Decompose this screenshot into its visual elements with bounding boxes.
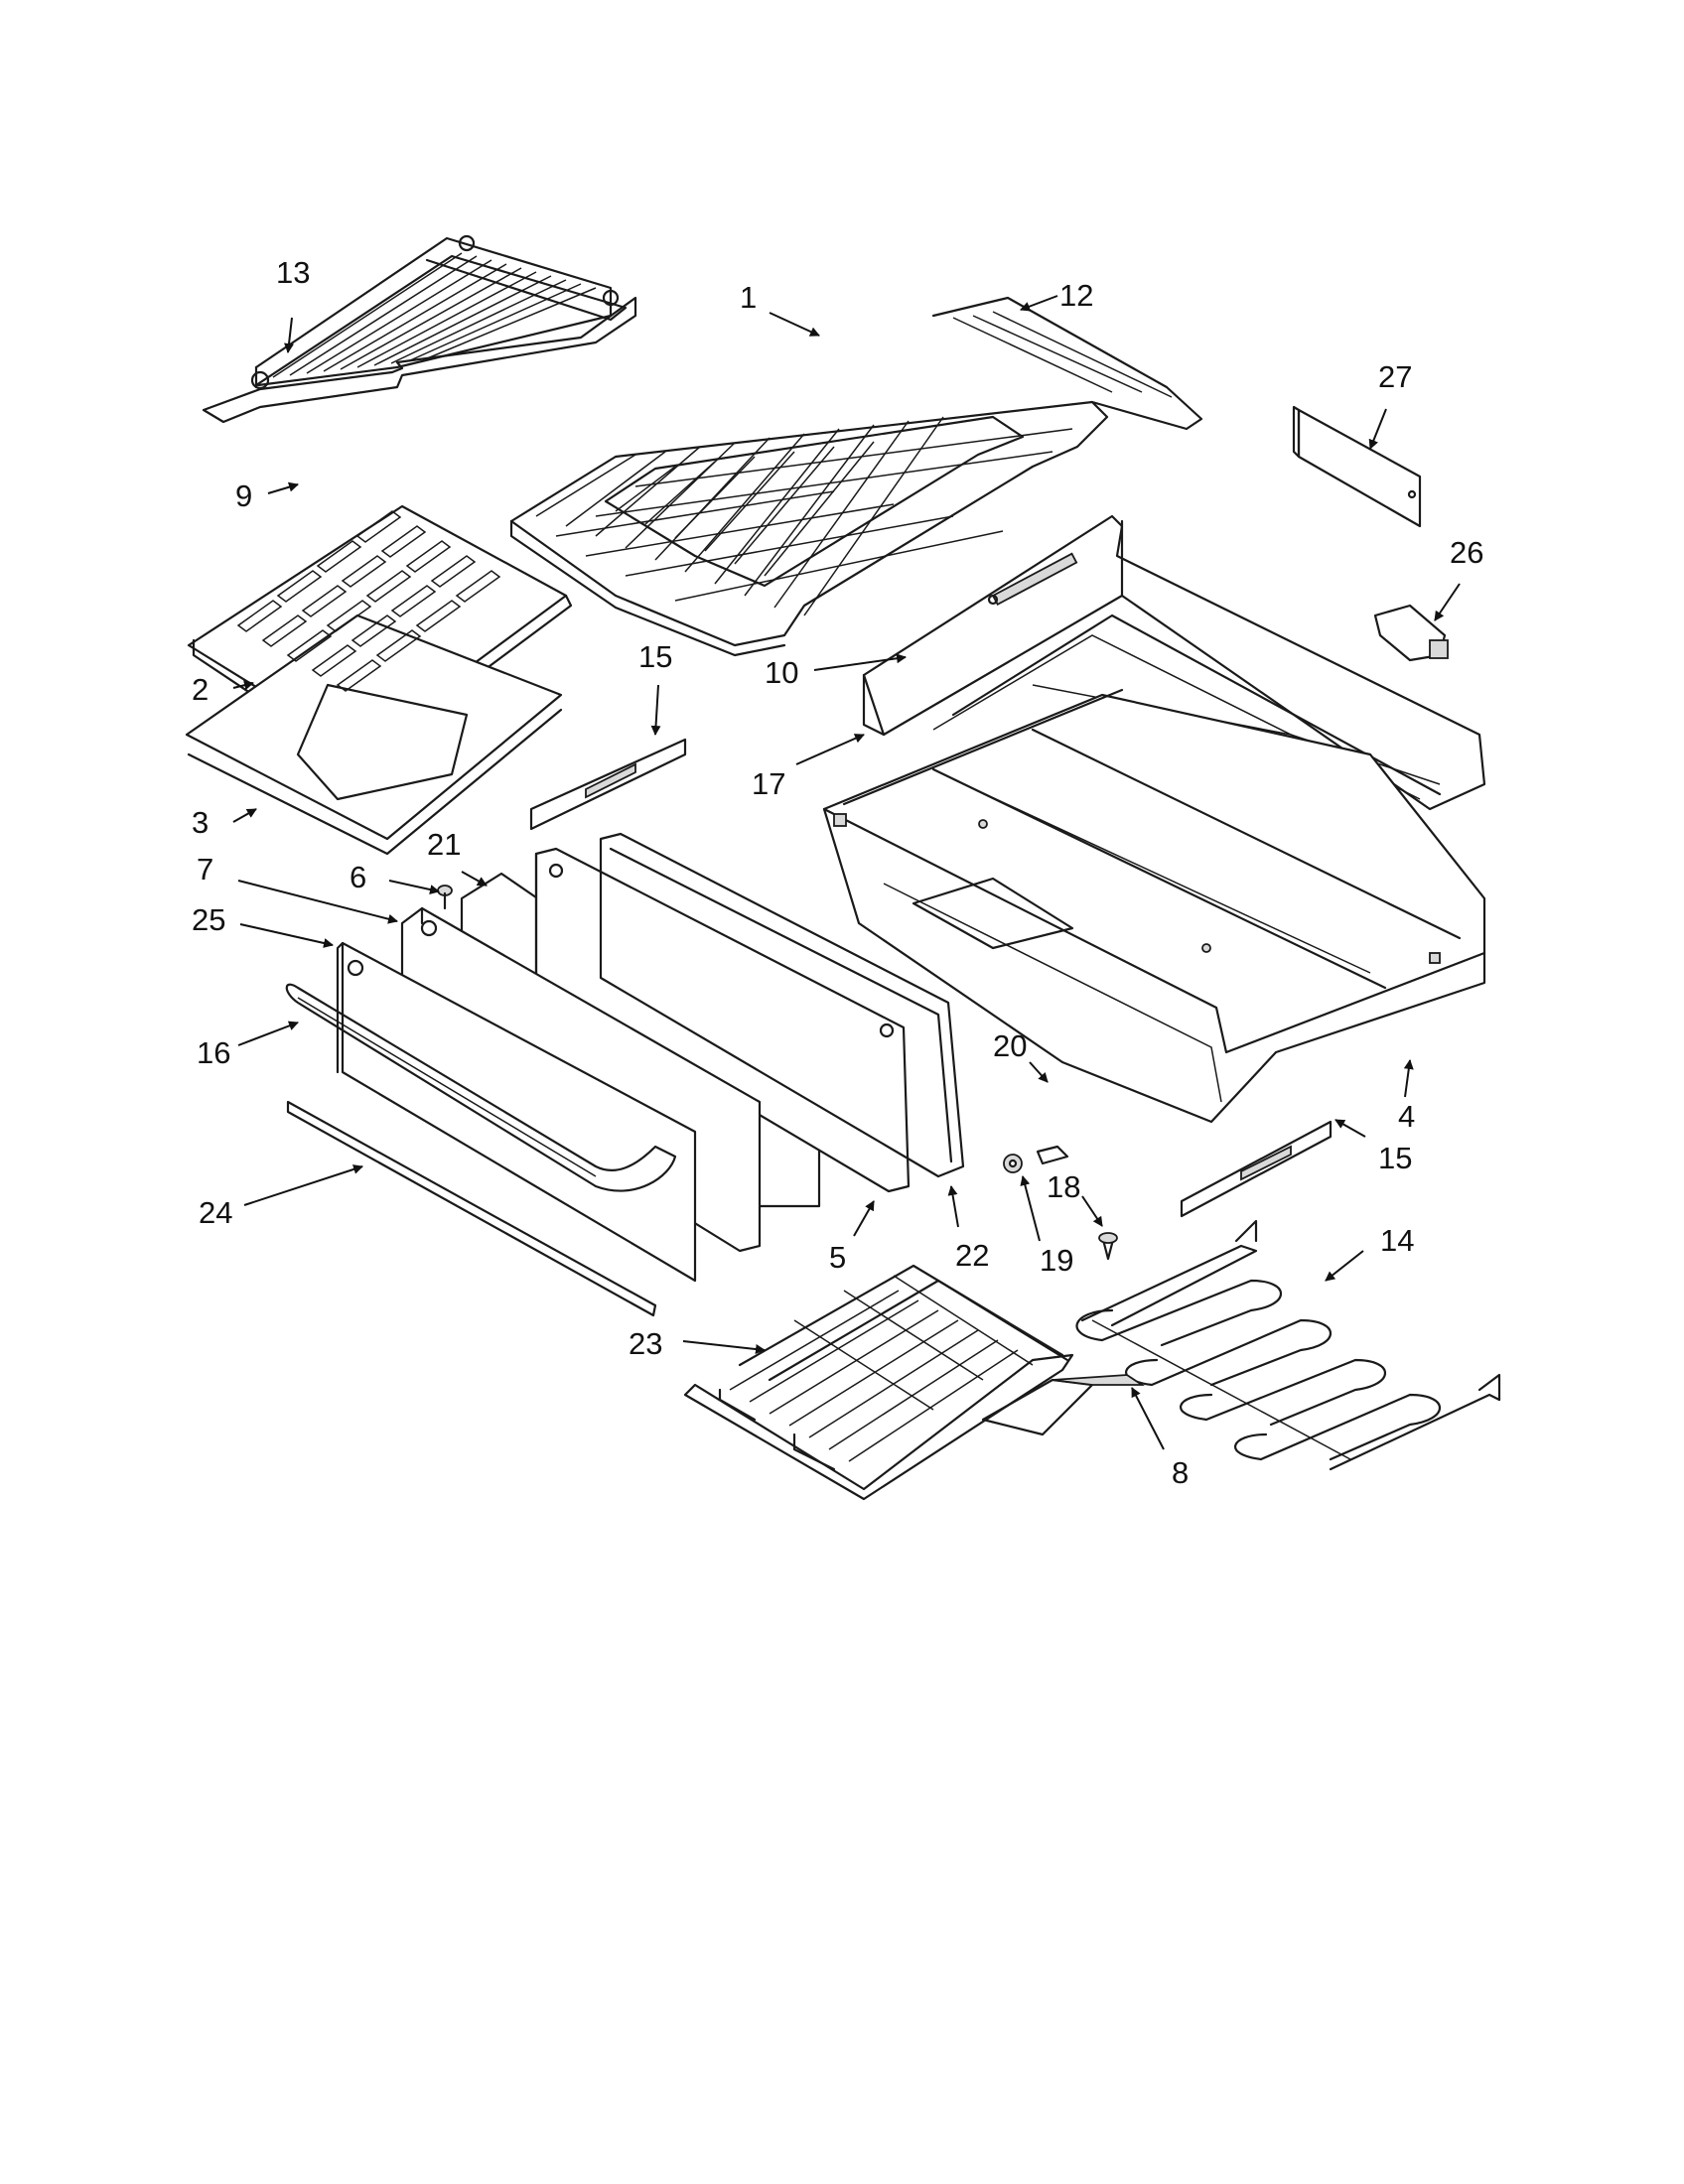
callout-17: 17 — [752, 766, 785, 801]
callout-21: 21 — [427, 827, 461, 862]
rack-13-9 — [202, 234, 637, 424]
callout-9: 9 — [235, 478, 252, 513]
callout-20: 20 — [993, 1028, 1027, 1063]
rack-23 — [683, 1264, 1074, 1501]
drawer-body-4 — [822, 688, 1486, 1124]
callout-15a: 15 — [638, 639, 672, 674]
callout-16: 16 — [197, 1035, 230, 1070]
racks-1-12 — [509, 296, 1203, 657]
hardware-18-19-20 — [1003, 1145, 1118, 1261]
trim-24 — [286, 1100, 657, 1317]
callout-13: 13 — [276, 255, 310, 290]
callout-7: 7 — [197, 852, 213, 887]
callout-3: 3 — [192, 805, 209, 840]
callout-10: 10 — [765, 655, 798, 690]
callout-1: 1 — [740, 280, 757, 315]
broiler-pan-2-3 — [185, 504, 573, 856]
callout-5: 5 — [829, 1240, 846, 1275]
callout-14: 14 — [1380, 1223, 1414, 1258]
callout-18: 18 — [1047, 1169, 1080, 1204]
callout-12: 12 — [1059, 278, 1093, 313]
callout-23: 23 — [629, 1326, 662, 1361]
callout-15b: 15 — [1378, 1141, 1412, 1175]
gasket-22 — [599, 832, 965, 1178]
callout-labels: 13 1 12 27 9 26 2 10 15 3 17 7 21 6 25 1… — [192, 255, 1483, 1490]
callout-19: 19 — [1040, 1243, 1073, 1278]
slide-15-lower — [1180, 1120, 1333, 1218]
leader-lines — [232, 295, 1461, 1450]
callout-6: 6 — [350, 860, 366, 894]
callout-27: 27 — [1378, 359, 1412, 394]
element-14 — [1075, 1219, 1501, 1471]
screw-6 — [437, 885, 453, 910]
callout-4: 4 — [1398, 1099, 1415, 1134]
latch-26 — [1373, 604, 1449, 662]
callout-25: 25 — [192, 902, 225, 937]
slide-15-upper — [529, 738, 687, 831]
bracket-8 — [981, 1374, 1145, 1436]
callout-26: 26 — [1450, 535, 1483, 570]
heat-shield-27 — [1292, 405, 1422, 528]
callout-8: 8 — [1172, 1455, 1189, 1490]
callout-22: 22 — [955, 1238, 989, 1273]
callout-24: 24 — [199, 1195, 232, 1230]
callout-2: 2 — [192, 672, 209, 707]
handle-16 — [285, 983, 677, 1192]
